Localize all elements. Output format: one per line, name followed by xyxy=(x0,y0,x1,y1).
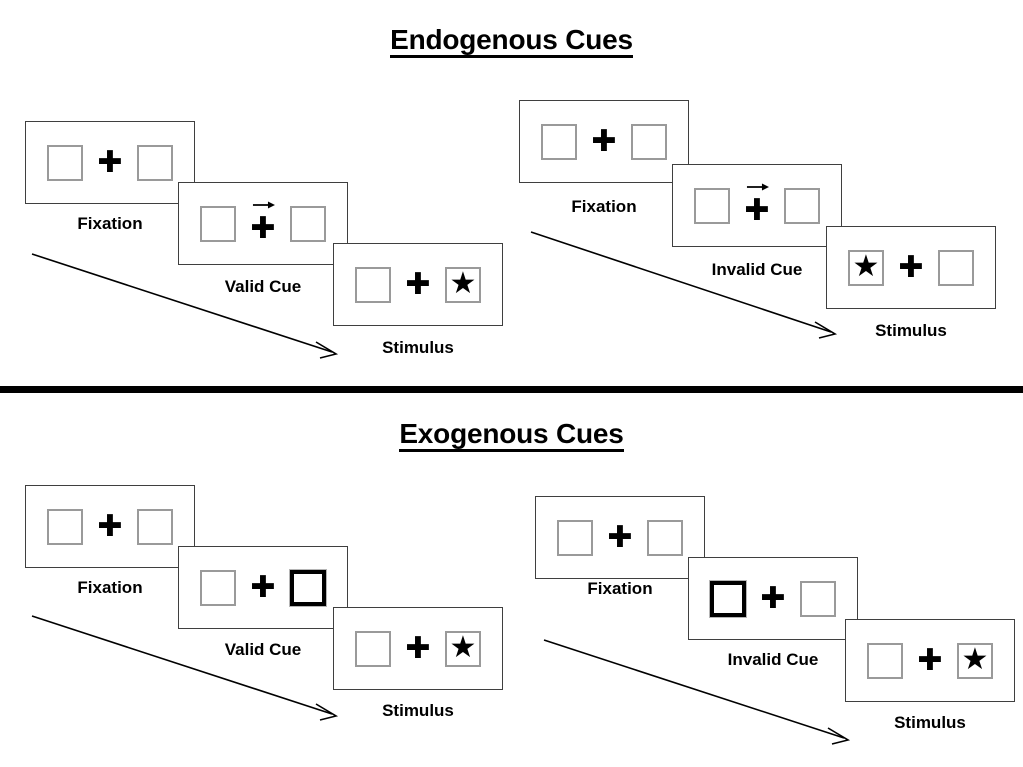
stage-caption-endogenous-invalid-fixation: Fixation xyxy=(571,197,637,216)
fixation-cross-wrap: ✚ xyxy=(405,629,431,669)
stage-frame-exogenous-invalid-cue: ✚ xyxy=(688,557,858,640)
stage-frame-endogenous-valid-fixation: ✚ xyxy=(25,121,195,204)
right-box xyxy=(784,187,820,224)
fixation-cross-wrap: ✚ xyxy=(607,518,633,558)
stage-caption-endogenous-valid-fixation: Fixation xyxy=(77,214,143,233)
fixation-cross-icon: ✚ xyxy=(250,210,276,246)
right-box-cued xyxy=(290,569,326,606)
right-box xyxy=(137,508,173,545)
right-box xyxy=(137,144,173,181)
stage-caption-endogenous-valid-cue: Valid Cue xyxy=(224,277,302,296)
stage-caption-exogenous-invalid-fixation: Fixation xyxy=(587,579,653,598)
stage-caption-endogenous-invalid-stimulus: Stimulus xyxy=(875,321,947,340)
left-box xyxy=(355,266,391,303)
stage-caption-exogenous-invalid-stimulus: Stimulus xyxy=(894,713,966,732)
right-box xyxy=(290,205,326,242)
fixation-cross-icon: ✚ xyxy=(97,144,123,180)
left-box xyxy=(694,187,730,224)
section-title-endogenous: Endogenous Cues xyxy=(0,24,1023,59)
fixation-cross-wrap: ✚ xyxy=(898,248,924,288)
star-icon: ★ xyxy=(449,266,477,300)
stage-caption-exogenous-invalid-cue: Invalid Cue xyxy=(727,650,819,669)
left-box xyxy=(47,508,83,545)
fixation-cross-wrap: ✚ xyxy=(591,122,617,162)
fixation-cross-icon: ✚ xyxy=(744,192,770,228)
stage-caption-endogenous-valid-stimulus: Stimulus xyxy=(382,338,454,357)
stage-caption-exogenous-valid-cue: Valid Cue xyxy=(224,640,302,659)
section-divider xyxy=(0,386,1023,393)
fixation-cross-wrap: ✚ xyxy=(97,143,123,183)
stage-frame-endogenous-invalid-cue: ✚ xyxy=(672,164,842,247)
left-box xyxy=(867,642,903,679)
fixation-cross-icon: ✚ xyxy=(760,580,786,616)
fixation-cross-icon: ✚ xyxy=(97,508,123,544)
right-box xyxy=(647,519,683,556)
left-box xyxy=(200,569,236,606)
fixation-cross-icon: ✚ xyxy=(405,266,431,302)
left-box xyxy=(47,144,83,181)
left-box: ★ xyxy=(848,249,884,286)
left-box xyxy=(541,123,577,160)
star-icon: ★ xyxy=(449,630,477,664)
stage-frame-endogenous-invalid-fixation: ✚ xyxy=(519,100,689,183)
right-box xyxy=(938,249,974,286)
left-box xyxy=(355,630,391,667)
right-box: ★ xyxy=(445,266,481,303)
fixation-cross-icon: ✚ xyxy=(917,642,943,678)
fixation-cross-wrap: ✚ xyxy=(405,265,431,305)
right-box: ★ xyxy=(445,630,481,667)
stage-frame-exogenous-valid-cue: ✚ xyxy=(178,546,348,629)
fixation-cross-icon: ✚ xyxy=(250,569,276,605)
section-title-endogenous-text: Endogenous Cues xyxy=(390,25,633,59)
stage-caption-exogenous-valid-fixation: Fixation xyxy=(77,578,143,597)
fixation-cross-wrap: ✚ xyxy=(744,183,770,228)
left-box xyxy=(200,205,236,242)
stage-frame-exogenous-valid-fixation: ✚ xyxy=(25,485,195,568)
stage-frame-exogenous-invalid-fixation: ✚ xyxy=(535,496,705,579)
arrow-right-icon xyxy=(252,201,275,208)
stage-frame-endogenous-valid-cue: ✚ xyxy=(178,182,348,265)
fixation-cross-icon: ✚ xyxy=(607,519,633,555)
star-icon: ★ xyxy=(961,642,989,676)
stage-caption-exogenous-valid-stimulus: Stimulus xyxy=(382,701,454,720)
fixation-cross-icon: ✚ xyxy=(898,249,924,285)
fixation-cross-wrap: ✚ xyxy=(250,201,276,246)
left-box xyxy=(557,519,593,556)
stage-frame-endogenous-valid-stimulus: ✚ ★ xyxy=(333,243,503,326)
left-box-cued xyxy=(710,580,746,617)
timeline-arrow-endogenous-valid xyxy=(31,253,339,359)
section-title-exogenous: Exogenous Cues xyxy=(0,418,1023,453)
fixation-cross-wrap: ✚ xyxy=(917,641,943,681)
right-box: ★ xyxy=(957,642,993,679)
fixation-cross-wrap: ✚ xyxy=(97,507,123,547)
stage-caption-endogenous-invalid-cue: Invalid Cue xyxy=(711,260,803,279)
stage-frame-endogenous-invalid-stimulus: ★ ✚ xyxy=(826,226,996,309)
section-title-exogenous-text: Exogenous Cues xyxy=(399,419,624,453)
arrow-right-icon xyxy=(746,183,769,190)
stage-frame-exogenous-valid-stimulus: ✚ ★ xyxy=(333,607,503,690)
right-box xyxy=(631,123,667,160)
fixation-cross-wrap: ✚ xyxy=(250,568,276,608)
fixation-cross-wrap: ✚ xyxy=(760,579,786,619)
right-box xyxy=(800,580,836,617)
stage-frame-exogenous-invalid-stimulus: ✚ ★ xyxy=(845,619,1015,702)
star-icon: ★ xyxy=(852,249,880,283)
fixation-cross-icon: ✚ xyxy=(591,123,617,159)
fixation-cross-icon: ✚ xyxy=(405,630,431,666)
